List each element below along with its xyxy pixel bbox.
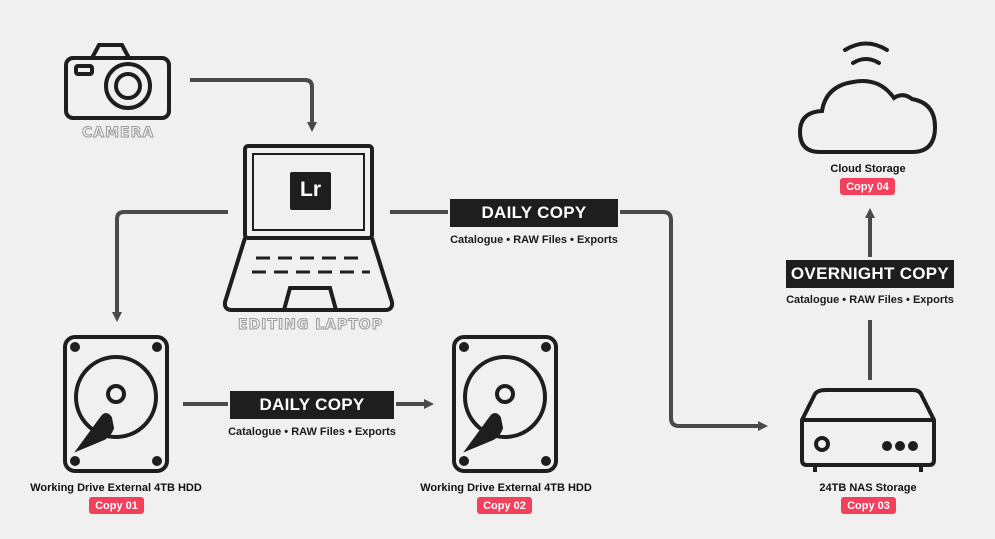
laptop-to-nas-banner: DAILY COPY xyxy=(450,199,618,227)
lightroom-logo-icon xyxy=(290,172,331,210)
hard-drive-1-icon xyxy=(63,335,169,473)
cloud-icon xyxy=(797,79,938,154)
hard-drive-2-icon xyxy=(452,335,558,473)
nas-copy-badge: Copy 03 xyxy=(841,497,896,514)
drive1-to-drive2-detail: Catalogue • RAW Files • Exports xyxy=(228,426,396,438)
cloud-copy-badge: Copy 04 xyxy=(840,178,895,195)
camera-title: CAMERA xyxy=(81,125,155,142)
laptop-to-nas-arrow-tail xyxy=(620,210,768,431)
laptop-title: EDITING LAPTOP xyxy=(238,317,383,334)
nas-name: 24TB NAS Storage xyxy=(819,482,917,494)
camera-to-laptop-arrow xyxy=(190,78,317,132)
drive2-name: Working Drive External 4TB HDD xyxy=(420,482,592,494)
drive2-copy-badge: Copy 02 xyxy=(477,497,532,514)
lightroom-logo-label: Lr xyxy=(300,178,321,201)
nas-to-cloud-detail: Catalogue • RAW Files • Exports xyxy=(786,294,954,306)
drive1-name: Working Drive External 4TB HDD xyxy=(30,482,202,494)
drive1-to-drive2-banner: DAILY COPY xyxy=(230,391,394,419)
drive1-copy-badge: Copy 01 xyxy=(89,497,144,514)
nas-storage-icon xyxy=(800,388,936,472)
laptop-icon xyxy=(222,144,395,312)
laptop-to-nas-detail: Catalogue • RAW Files • Exports xyxy=(450,234,618,246)
nas-to-cloud-banner: OVERNIGHT COPY xyxy=(786,260,954,288)
camera-icon xyxy=(64,43,171,120)
laptop-to-drive1-arrow xyxy=(112,210,228,322)
wifi-icon xyxy=(843,41,889,65)
cloud-name: Cloud Storage xyxy=(830,163,906,175)
